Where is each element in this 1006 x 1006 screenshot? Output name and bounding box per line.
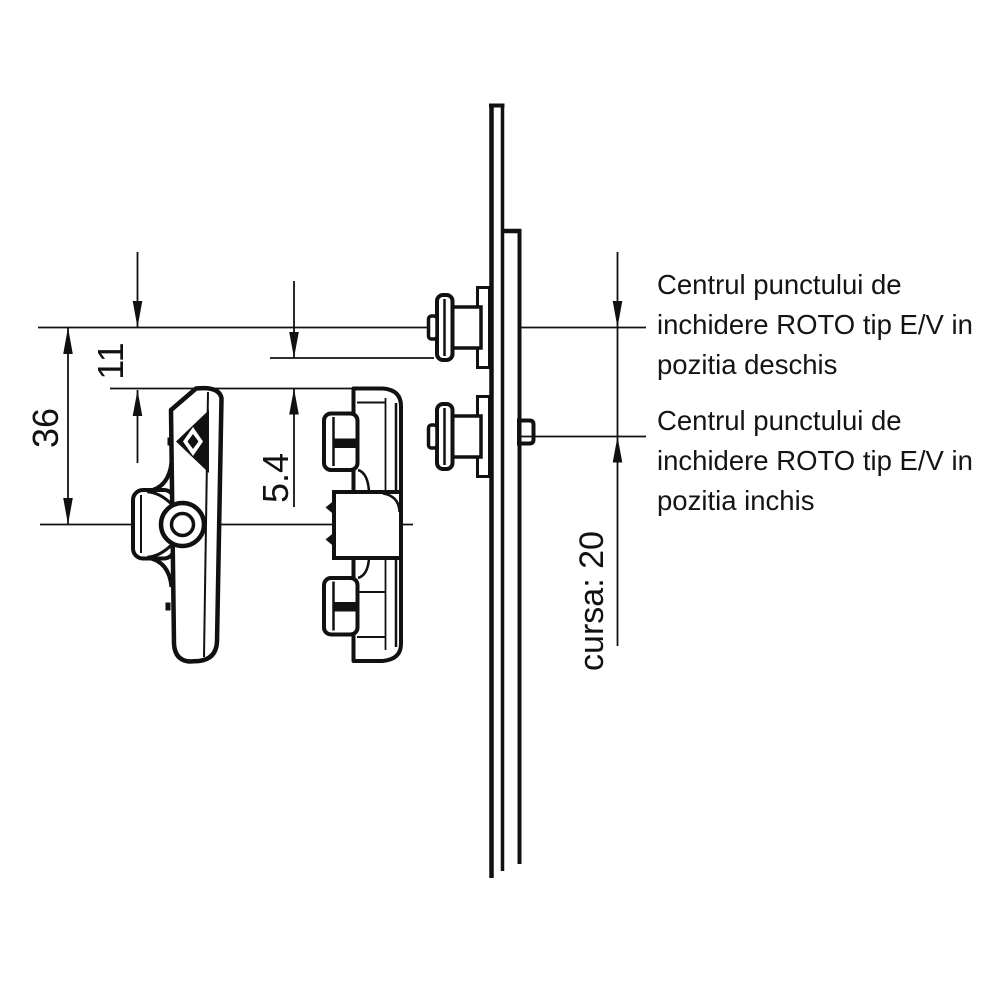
handle-component (131, 385, 224, 664)
striker-component (322, 386, 403, 663)
striker-block-tick-lower (325, 532, 334, 547)
note-deschis-line3: pozitia deschis (657, 349, 838, 380)
dim-11-label: 11 (90, 342, 131, 380)
roller-cap (426, 314, 439, 341)
roller-shaft (450, 305, 483, 350)
roller-shaft (450, 414, 483, 459)
bolt-upper-facet-band (334, 438, 357, 448)
arrow-cursa-down (612, 301, 623, 328)
arrow-11-down (132, 301, 143, 328)
striker-block-tick-upper (325, 500, 334, 515)
dimension-arrows (63, 301, 623, 525)
bolt-upper (322, 411, 360, 472)
roller-deschis (426, 286, 491, 369)
handle-wing-lower-b (148, 543, 173, 559)
arrow-cursa-up (612, 436, 623, 463)
arrow-54-down (289, 332, 299, 358)
roller-inchis (426, 395, 491, 478)
note-inchis: Centrul punctului de inchidere ROTO tip … (657, 401, 987, 521)
dim-36-label: 36 (25, 407, 66, 449)
handle-wing-lower-a (146, 555, 174, 588)
bolt-lower (322, 576, 360, 637)
handle-wing-upper-b (148, 490, 173, 506)
cursa-20-label: cursa: 20 (572, 531, 611, 671)
note-inchis-line3: pozitia inchis (657, 485, 815, 516)
roto-logo (176, 410, 209, 473)
handle-edge-tick-lower (165, 602, 171, 611)
note-deschis-line1: Centrul punctului de (657, 269, 902, 300)
window-profile-rail (489, 103, 522, 878)
striker-neck-lower (357, 557, 371, 580)
note-deschis-line2: inchidere ROTO tip E/V in (657, 309, 973, 340)
striker-center-block (332, 490, 403, 560)
handle-wing-upper-a (146, 461, 174, 494)
arrow-36-down (63, 498, 73, 525)
arrow-36-up (63, 327, 73, 354)
note-deschis: Centrul punctului de inchidere ROTO tip … (657, 265, 987, 385)
note-inchis-line2: inchidere ROTO tip E/V in (657, 445, 973, 476)
handle-edge-tick-upper (167, 437, 173, 446)
bolt-lower-facet-band (334, 602, 357, 612)
roller-cap (426, 423, 439, 450)
striker-block-bevel-arc (382, 492, 401, 513)
note-inchis-line1: Centrul punctului de (657, 405, 902, 436)
frame-striker-tab (517, 418, 536, 446)
striker-neck-upper (357, 468, 371, 493)
handle-pivot-inner (169, 511, 196, 538)
arrow-54-up (289, 388, 299, 415)
dim-5-4-label: 5.4 (255, 452, 296, 504)
roto-logo-inner-diamond (187, 434, 199, 449)
arrow-11-up (132, 390, 143, 416)
